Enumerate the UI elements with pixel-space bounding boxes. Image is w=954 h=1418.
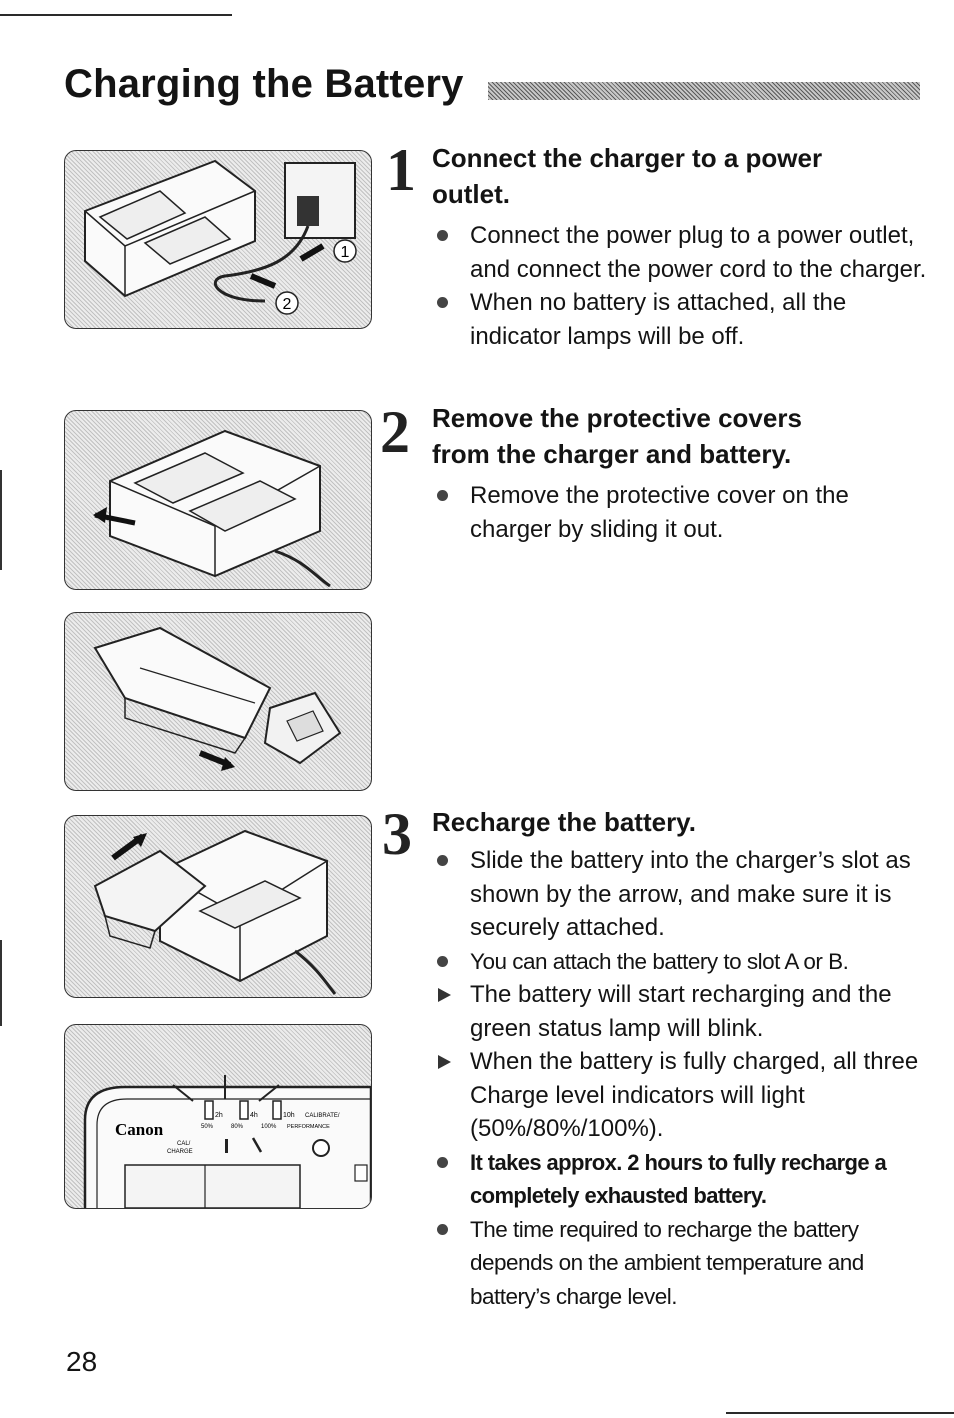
result-item: When the battery is fully charged, all t… bbox=[432, 1045, 932, 1146]
margin-line bbox=[0, 940, 2, 1026]
bullet-dot-icon bbox=[432, 219, 462, 252]
figure-remove-battery-cover bbox=[64, 612, 372, 791]
step-1-heading-line1: Connect the charger to a power bbox=[432, 143, 823, 173]
hour-label: 10h bbox=[283, 1112, 295, 1119]
bullet-dot-icon bbox=[432, 286, 462, 319]
figure-charge-indicators: 2h 4h 10h CALIBRATE/ Canon 50% 80% 100% … bbox=[64, 1024, 372, 1209]
step-2-heading-line2: from the charger and battery. bbox=[432, 439, 792, 469]
header-rule bbox=[0, 14, 232, 16]
cal-label: CAL/ bbox=[177, 1141, 191, 1147]
bullet-text: Remove the protective cover on the charg… bbox=[470, 482, 849, 543]
title-decoration-bar bbox=[488, 82, 920, 100]
bullet-text: Connect the power plug to a power outlet… bbox=[470, 222, 927, 283]
percent-label: 80% bbox=[231, 1124, 244, 1130]
charge-label: CHARGE bbox=[167, 1149, 193, 1155]
result-item: The battery will start recharging and th… bbox=[432, 978, 932, 1045]
bullet-dot-icon bbox=[432, 945, 462, 978]
bullet-item: You can attach the battery to slot A or … bbox=[432, 945, 932, 979]
hour-label: 4h bbox=[250, 1112, 258, 1119]
step-3-number: 3 bbox=[382, 801, 412, 867]
bullet-item: The time required to recharge the batter… bbox=[432, 1213, 932, 1314]
bullet-item: Slide the battery into the charger’s slo… bbox=[432, 844, 932, 945]
charger-cover-illustration bbox=[93, 429, 331, 588]
step-3-heading-line1: Recharge the battery. bbox=[432, 807, 696, 837]
step-2-bullets: Remove the protective cover on the charg… bbox=[432, 479, 932, 546]
battery-cover-illustration bbox=[93, 626, 342, 771]
bullet-text: You can attach the battery to slot A or … bbox=[470, 948, 849, 974]
bullet-text: It takes approx. 2 hours to fully rechar… bbox=[470, 1149, 887, 1209]
callout-1-label: 1 bbox=[341, 244, 350, 261]
bullet-item: When no battery is attached, all the ind… bbox=[432, 286, 932, 353]
percent-label: 100% bbox=[261, 1124, 277, 1130]
step-1-heading: Connect the charger to a power outlet. bbox=[432, 140, 912, 212]
step-3-heading: Recharge the battery. bbox=[432, 804, 912, 840]
figure-remove-charger-cover bbox=[64, 410, 372, 590]
charge-indicator-panel: 2h 4h 10h CALIBRATE/ Canon 50% 80% 100% … bbox=[83, 1075, 371, 1208]
bullet-item: It takes approx. 2 hours to fully rechar… bbox=[432, 1146, 932, 1213]
bullet-text: When the battery is fully charged, all t… bbox=[470, 1048, 919, 1142]
figure-charger-power-outlet: 1 2 bbox=[64, 150, 372, 329]
callout-2-label: 2 bbox=[283, 296, 292, 313]
brand-logo-text: Canon bbox=[115, 1120, 164, 1139]
bullet-text: The battery will start recharging and th… bbox=[470, 981, 892, 1042]
charger-outlet-illustration: 1 2 bbox=[84, 159, 357, 315]
bullet-dot-icon bbox=[432, 479, 462, 512]
bullet-dot-icon bbox=[432, 844, 462, 877]
result-arrow-icon bbox=[432, 1045, 462, 1078]
step-3-bullets: Slide the battery into the charger’s slo… bbox=[432, 844, 932, 1313]
bullet-text: When no battery is attached, all the ind… bbox=[470, 289, 847, 350]
page-number: 28 bbox=[66, 1346, 98, 1377]
bullet-item: Connect the power plug to a power outlet… bbox=[432, 219, 932, 286]
result-arrow-icon bbox=[432, 978, 462, 1011]
step-2-heading: Remove the protective covers from the ch… bbox=[432, 400, 912, 472]
bullet-item: Remove the protective cover on the charg… bbox=[432, 479, 932, 546]
insert-battery-illustration bbox=[93, 829, 337, 995]
performance-label: PERFORMANCE bbox=[287, 1124, 330, 1130]
step-2-number: 2 bbox=[380, 399, 410, 465]
step-1-heading-line2: outlet. bbox=[432, 179, 510, 209]
bullet-dot-icon bbox=[432, 1213, 462, 1246]
figure-insert-battery bbox=[64, 815, 372, 998]
bullet-dot-icon bbox=[432, 1146, 462, 1179]
margin-line bbox=[0, 470, 2, 570]
page-title: Charging the Battery bbox=[64, 62, 464, 106]
bullet-text: The time required to recharge the batter… bbox=[470, 1216, 864, 1309]
hour-label: 2h bbox=[215, 1112, 223, 1119]
step-1-bullets: Connect the power plug to a power outlet… bbox=[432, 219, 932, 353]
bullet-text: Slide the battery into the charger’s slo… bbox=[470, 847, 911, 941]
footer-rule bbox=[726, 1412, 954, 1414]
calibrate-label: CALIBRATE/ bbox=[305, 1113, 340, 1119]
step-2-heading-line1: Remove the protective covers bbox=[432, 403, 802, 433]
percent-label: 50% bbox=[201, 1124, 214, 1130]
step-1-number: 1 bbox=[386, 137, 416, 203]
